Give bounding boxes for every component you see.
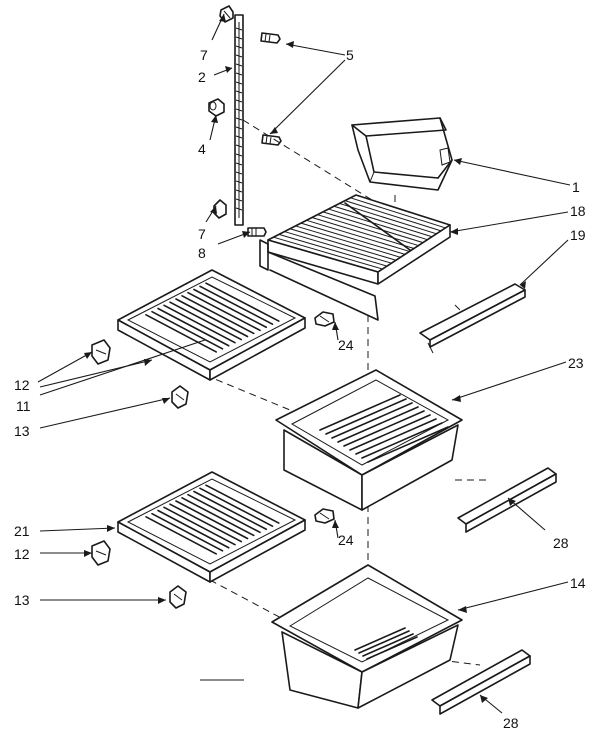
screw-lower xyxy=(261,134,282,146)
callout-2: 2 xyxy=(198,69,206,85)
shelf-support-left-lower xyxy=(91,540,111,566)
callout-7-top: 7 xyxy=(200,47,208,63)
shelf-support-right-lower xyxy=(314,508,335,524)
upper-crisper-drawer xyxy=(275,369,463,511)
callout-13-lower: 13 xyxy=(14,592,30,608)
lower-drawer-trim xyxy=(431,649,531,715)
rail-screw-bottom xyxy=(247,227,267,237)
rail-bushing xyxy=(208,98,225,117)
shelf-support-right-upper xyxy=(314,311,335,327)
upper-crisper-cover-trim xyxy=(419,283,526,354)
callout-12-upper: 12 xyxy=(14,377,30,393)
dairy-bin xyxy=(351,117,453,191)
screw-upper xyxy=(260,32,281,44)
shelf-support-bracket-upper xyxy=(171,385,189,409)
callout-14: 14 xyxy=(570,575,586,591)
callout-11: 11 xyxy=(16,398,31,414)
upper-crisper-cover xyxy=(117,269,306,381)
upper-drawer-trim xyxy=(457,467,557,533)
lower-crisper-drawer xyxy=(271,564,463,709)
callout-28-lower: 28 xyxy=(503,715,519,731)
shelf-ladder-rail xyxy=(234,14,244,226)
arrowheads xyxy=(84,14,526,703)
callout-21: 21 xyxy=(14,523,30,539)
callout-1: 1 xyxy=(572,179,580,195)
callout-12-lower: 12 xyxy=(14,546,30,562)
callout-19: 19 xyxy=(570,227,586,243)
callout-13-upper: 13 xyxy=(14,423,30,439)
callout-24-lower: 24 xyxy=(338,532,354,548)
shelf-support-bracket-lower xyxy=(169,585,187,609)
callout-28-upper: 28 xyxy=(553,535,569,551)
callout-8: 8 xyxy=(198,245,206,261)
callout-4: 4 xyxy=(198,141,206,157)
callout-7-bottom: 7 xyxy=(198,226,206,242)
callout-24-upper: 24 xyxy=(338,337,354,353)
callout-labels: 7 2 5 4 7 8 1 18 19 23 24 12 11 13 28 21… xyxy=(14,47,586,731)
lower-crisper-cover xyxy=(117,471,306,583)
callout-18: 18 xyxy=(570,203,586,219)
upper-shelf xyxy=(259,194,451,321)
shelf-support-left-upper xyxy=(91,339,111,365)
callout-23: 23 xyxy=(568,355,584,371)
callout-5: 5 xyxy=(346,47,354,63)
